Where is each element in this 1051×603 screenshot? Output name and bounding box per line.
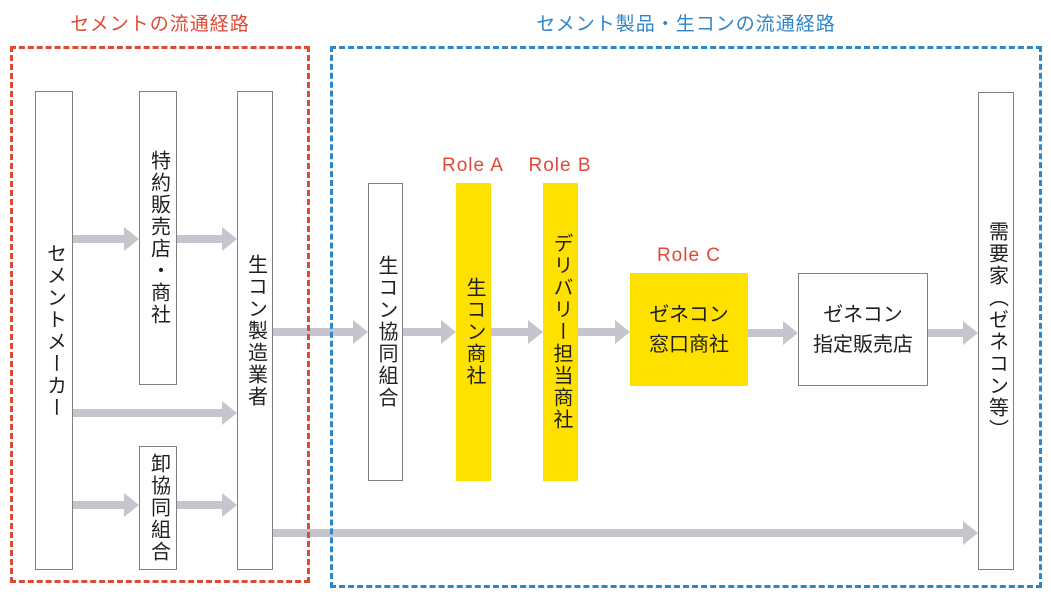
arrow-shaft: [273, 529, 964, 537]
arrow-head-icon: [222, 227, 237, 251]
node-namakon-shosha: 生コン商社: [456, 183, 491, 481]
arrow-shaft: [928, 329, 964, 337]
arrow-wholesale-coop-to-namakon-maker: [177, 493, 237, 517]
role-c-label: Role C: [656, 245, 722, 266]
node-delivery-shosha: デリバリー担当商社: [543, 183, 578, 481]
node-wholesale-coop: 卸協同組合: [139, 446, 177, 570]
arrow-namakon-shosha-to-delivery-shosha: [491, 320, 543, 344]
arrow-shaft: [177, 501, 223, 509]
arrow-namakon-maker-to-namakon-coop: [273, 320, 368, 344]
arrow-shaft: [578, 328, 616, 336]
node-madoguchi-shosha: ゼネコン 窓口商社: [630, 273, 748, 386]
arrow-head-icon: [124, 493, 139, 517]
arrow-head-icon: [222, 401, 237, 425]
arrow-head-icon: [528, 320, 543, 344]
arrow-head-icon: [783, 321, 798, 345]
arrow-head-icon: [615, 320, 630, 344]
role-b-label: Role B: [528, 155, 592, 176]
arrow-shaft: [73, 235, 125, 243]
node-shitei-hanbaiten: ゼネコン 指定販売店: [798, 273, 928, 386]
node-namakon-maker: 生コン製造業者: [237, 91, 273, 570]
arrow-head-icon: [963, 321, 978, 345]
arrow-head-icon: [963, 521, 978, 545]
arrow-head-icon: [222, 493, 237, 517]
arrow-shaft: [273, 328, 354, 336]
arrow-shaft: [73, 409, 223, 417]
node-consumer: 需要家（ゼネコン等）: [978, 92, 1014, 570]
arrow-shaft: [177, 235, 223, 243]
arrow-namakon-maker-to-consumer: [273, 521, 978, 545]
arrow-namakon-coop-to-namakon-shosha: [403, 320, 456, 344]
node-namakon-coop: 生コン協同組合: [368, 183, 403, 481]
arrow-cement-maker-to-wholesale-coop: [73, 493, 139, 517]
arrow-shitei-hanbaiten-to-consumer: [928, 321, 978, 345]
arrow-delivery-shosha-to-madoguchi-shosha: [578, 320, 630, 344]
arrow-shaft: [748, 329, 784, 337]
cement-zone-title: セメントの流通経路: [70, 14, 250, 35]
arrow-head-icon: [124, 227, 139, 251]
arrow-cement-maker-to-agency: [73, 227, 139, 251]
product-zone-title: セメント製品・生コンの流通経路: [536, 14, 836, 35]
arrow-shaft: [73, 501, 125, 509]
arrow-shaft: [491, 328, 529, 336]
arrow-head-icon: [353, 320, 368, 344]
arrow-shaft: [403, 328, 442, 336]
node-agency: 特約販売店・商社: [139, 91, 177, 385]
arrow-cement-maker-to-namakon-maker: [73, 401, 237, 425]
arrow-head-icon: [441, 320, 456, 344]
role-a-label: Role A: [442, 155, 504, 176]
arrow-madoguchi-shosha-to-shitei-hanbaiten: [748, 321, 798, 345]
node-cement-maker: セメントメーカー: [35, 91, 73, 570]
arrow-agency-to-namakon-maker: [177, 227, 237, 251]
